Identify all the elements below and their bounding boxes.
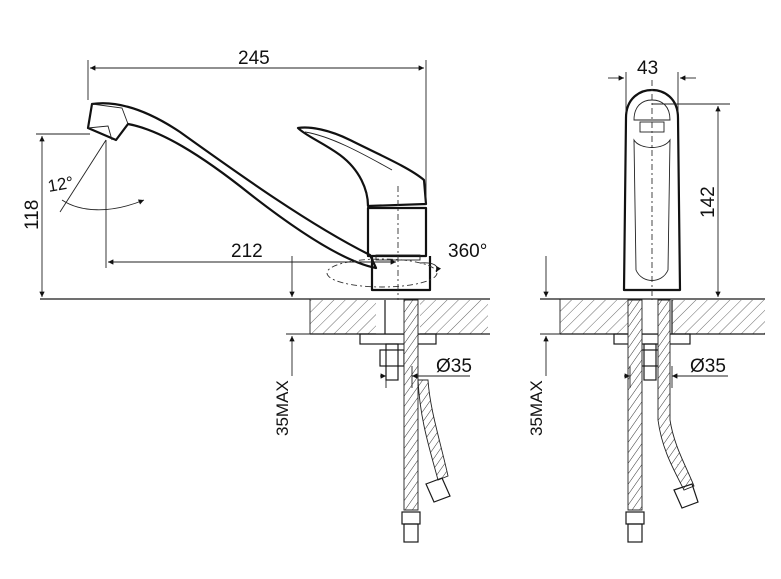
diameter-right: Ø35 (624, 356, 728, 388)
side-view: 245 212 118 12° 360° Ø35 (22, 48, 490, 543)
max-thickness-right: 35MAX (527, 256, 560, 436)
dimension-label-118: 118 (22, 200, 43, 230)
dimension-245: 245 (87, 48, 427, 205)
rotation-ellipse (326, 258, 438, 288)
diameter-left: Ø35 (380, 356, 472, 388)
rotation-label: 360° (448, 241, 487, 262)
dimension-label-43: 43 (637, 58, 658, 79)
dimension-label-212: 212 (231, 241, 263, 262)
hoses-right (625, 299, 699, 543)
dimension-label-245: 245 (238, 48, 270, 69)
dimension-142: 142 (652, 103, 730, 297)
dimension-118: 118 (22, 133, 90, 297)
diameter-label-right: Ø35 (690, 356, 726, 377)
faucet-body (296, 126, 432, 292)
angle-12: 12° (46, 139, 145, 213)
angle-label: 12° (46, 173, 75, 196)
diameter-label-left: Ø35 (436, 356, 472, 377)
front-view: 43 142 Ø35 35MAX (527, 58, 765, 543)
dimension-43: 43 (608, 58, 696, 112)
max-label-left: 35MAX (273, 380, 292, 436)
max-thickness-left: 35MAX (273, 256, 310, 436)
max-label-right: 35MAX (527, 380, 546, 436)
faucet-front (622, 88, 682, 292)
hoses-left (401, 299, 451, 543)
dimension-212: 212 (105, 140, 396, 268)
countertop-left (40, 298, 490, 335)
dimension-label-142: 142 (698, 186, 719, 218)
